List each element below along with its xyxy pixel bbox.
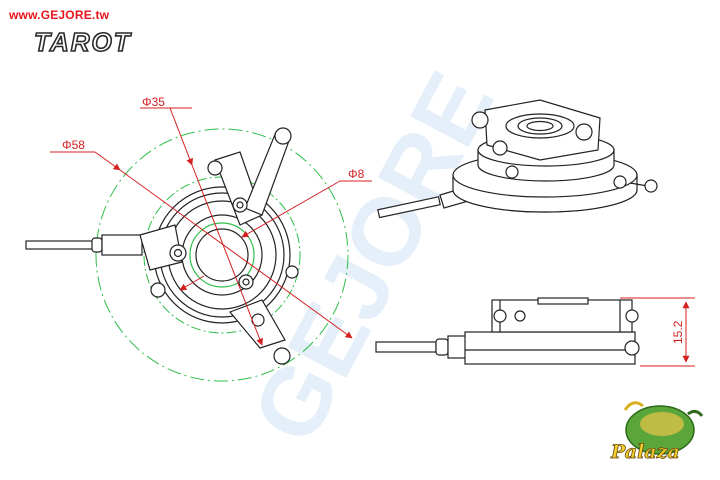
palaza-logo: Palaza bbox=[610, 401, 704, 463]
dimension-lines bbox=[50, 107, 372, 346]
center-bore bbox=[189, 222, 255, 288]
brand-logo-text: TAROT bbox=[33, 26, 132, 58]
top-view bbox=[25, 127, 349, 382]
dim-height-label: 15.2 bbox=[671, 320, 685, 344]
perspective-rod bbox=[377, 196, 441, 219]
side-rod bbox=[375, 341, 437, 353]
perspective-view bbox=[377, 99, 658, 219]
phi58-circle bbox=[95, 128, 349, 382]
palaza-logo-text: Palaza bbox=[610, 441, 680, 463]
dim-phi35-label: Φ35 bbox=[142, 95, 165, 109]
left-rod bbox=[25, 240, 95, 250]
height-dimension bbox=[620, 297, 695, 367]
dim-phi8-label: Φ8 bbox=[348, 167, 365, 181]
side-view bbox=[375, 297, 640, 365]
site-url: www.GEJORE.tw bbox=[9, 8, 110, 22]
dim-phi58-label: Φ58 bbox=[62, 138, 85, 152]
